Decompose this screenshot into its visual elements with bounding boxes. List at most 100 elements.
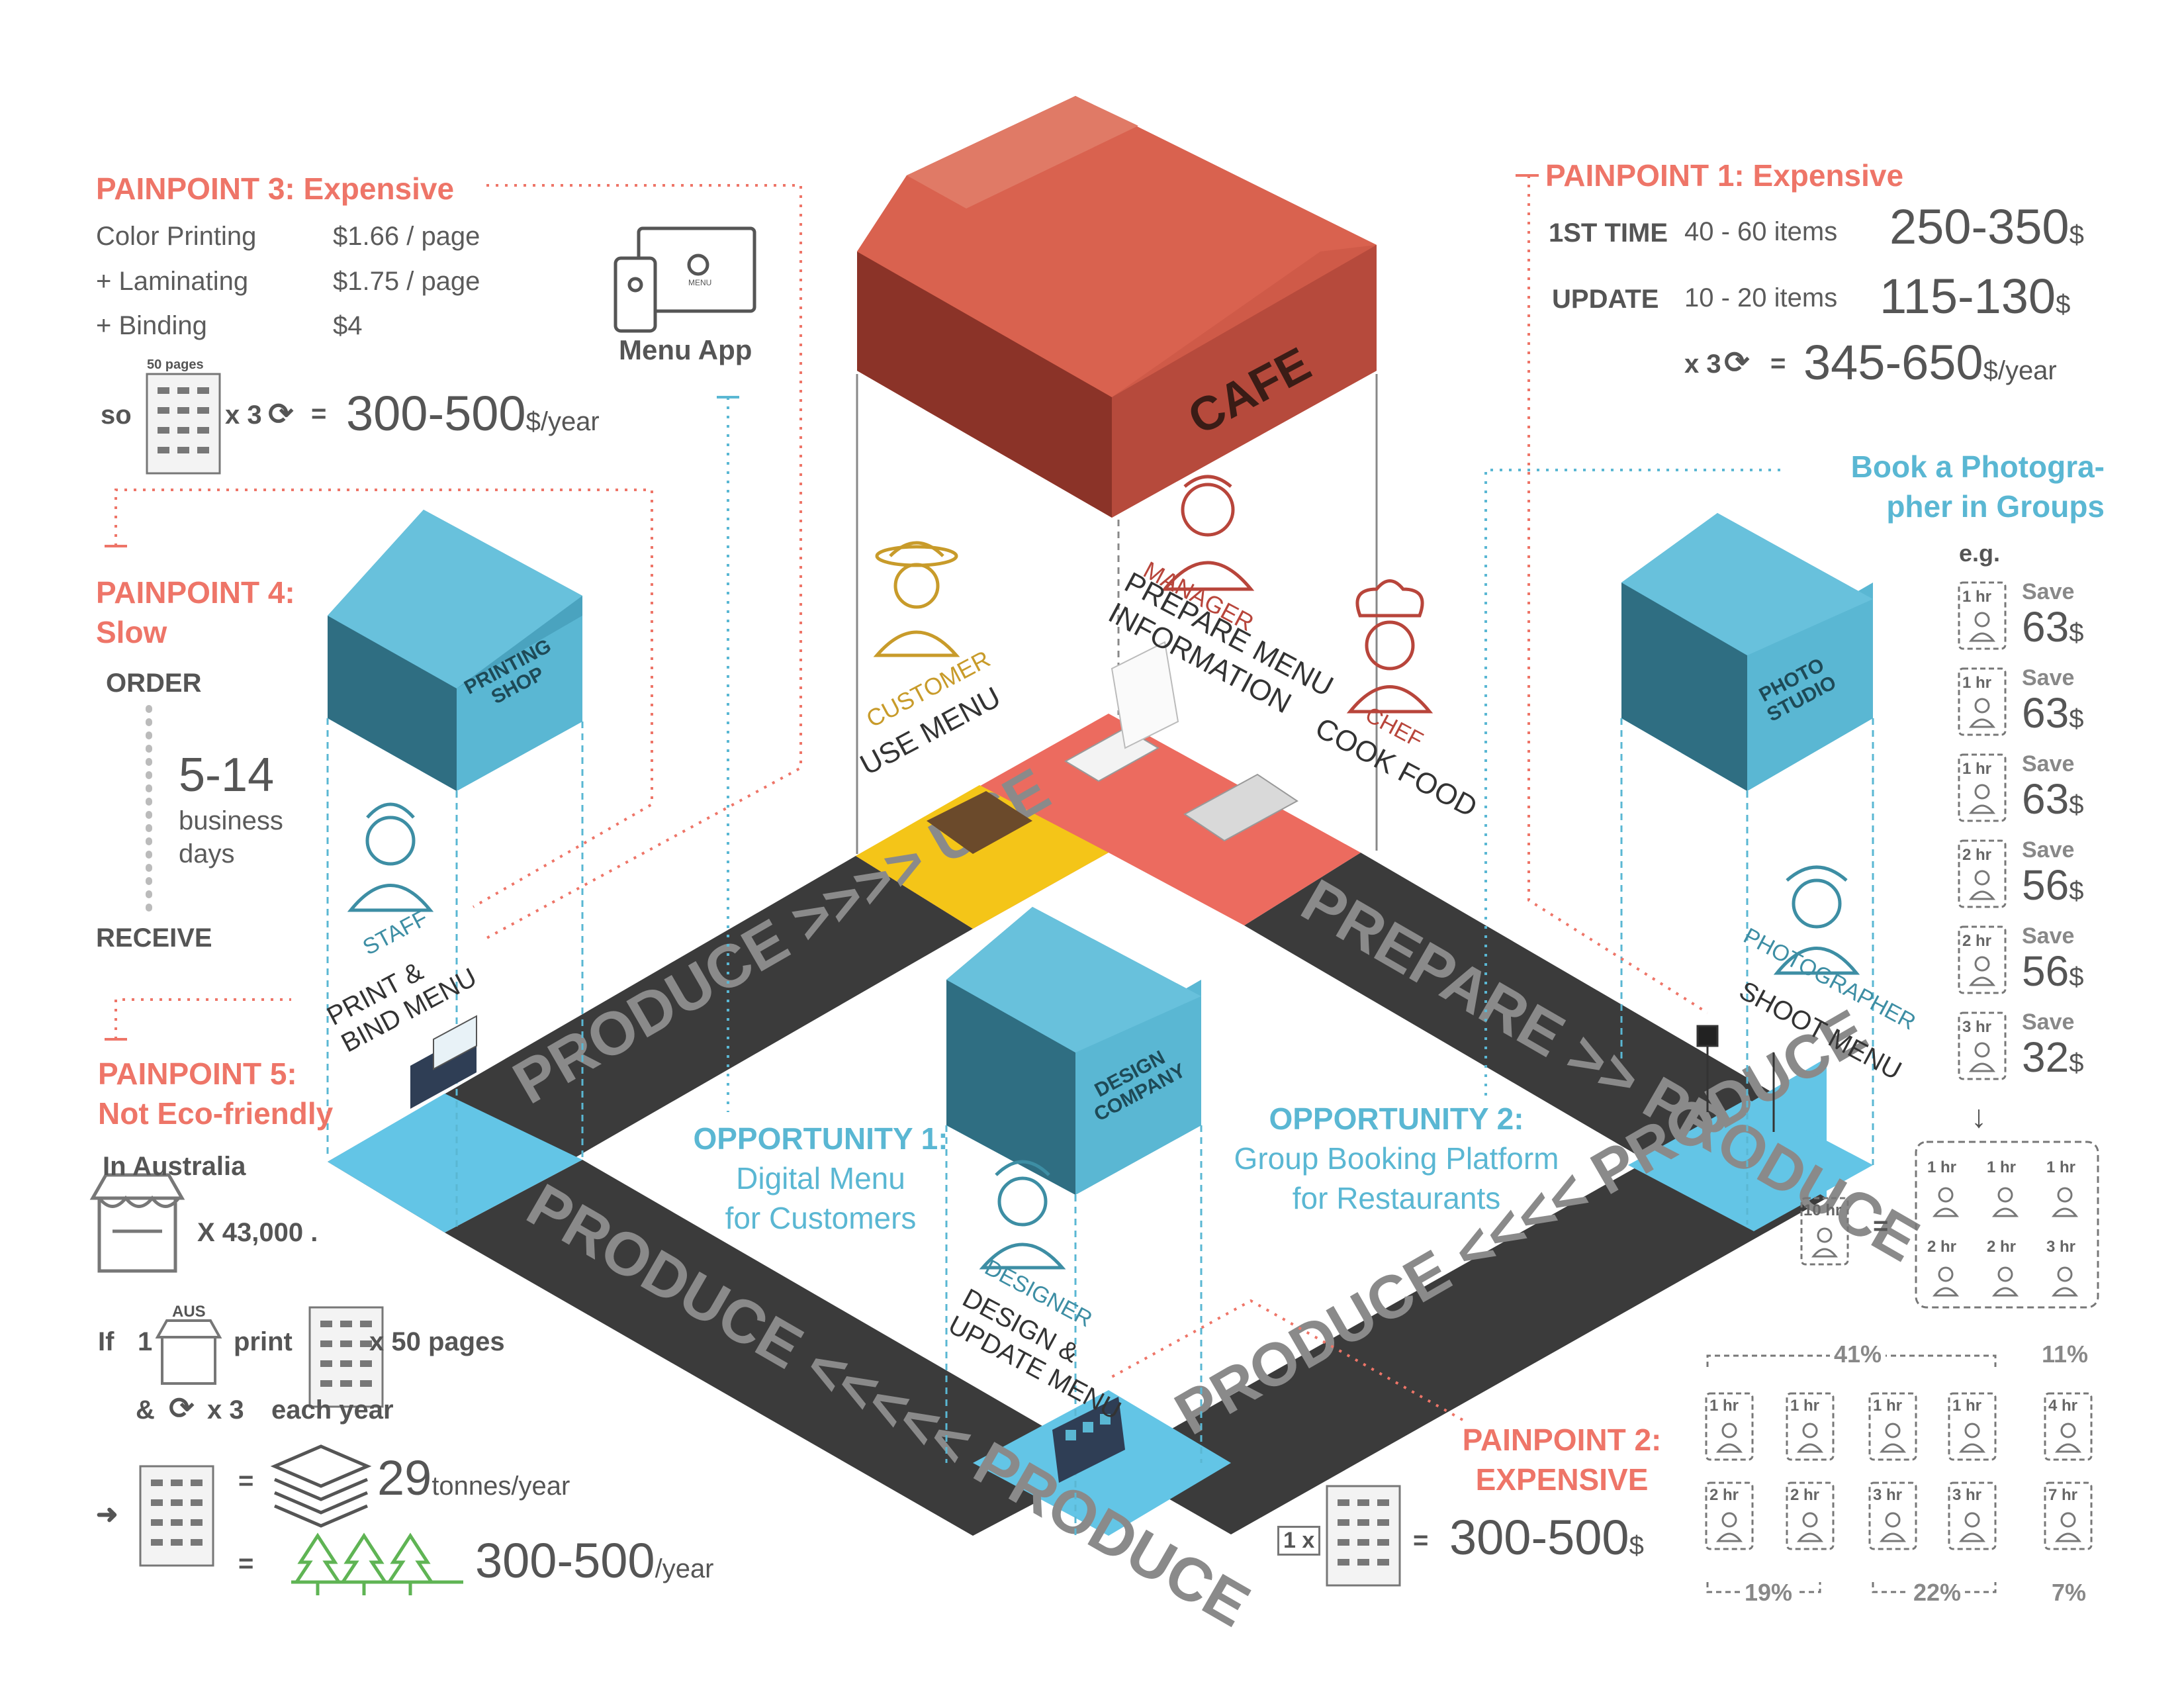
pp5-one: 1	[138, 1327, 153, 1356]
book-item-3-save-unit: $	[2069, 790, 2084, 820]
dist-pct-19: 19%	[1741, 1579, 1797, 1607]
photographer-figure	[1773, 865, 1860, 975]
pp1-row2-number: 115-130	[1880, 269, 2056, 324]
pp3-pages-label: 50 pages	[147, 357, 204, 372]
book-item-3-save-label: Save	[2022, 751, 2075, 776]
road-bottom-left	[445, 1160, 1109, 1536]
opp1-title: OPPORTUNITY 1:	[693, 1121, 948, 1156]
book-item-1-save-value: 63	[2022, 603, 2070, 651]
group-person-icons	[1932, 1187, 2079, 1297]
pp2-value: 300-500$	[1449, 1509, 1644, 1566]
pp5-count: X 43,000 .	[197, 1218, 318, 1247]
pp1-row2-unit: $	[2056, 290, 2071, 319]
pp3-total: 300-500$/year	[346, 385, 600, 442]
book-eg: e.g.	[1959, 539, 2001, 567]
book-item-1-save-unit: $	[2069, 618, 2084, 647]
opportunity1: OPPORTUNITY 1: Digital Menu for Customer…	[675, 1119, 966, 1238]
design-floor	[973, 1390, 1231, 1536]
cafe-counter	[927, 641, 1298, 854]
pp2-value-unit: $	[1629, 1531, 1644, 1560]
pp1-row1-label: 1ST TIME	[1549, 218, 1668, 248]
painpoint4-title: PAINPOINT 4: Slow	[96, 573, 295, 652]
chef-figure	[1346, 579, 1433, 714]
book-item-4-hours: 2 hr	[1962, 846, 1992, 864]
book-item-6-save-unit: $	[2069, 1049, 2084, 1078]
book-item-4-save-value: 56	[2022, 861, 2070, 909]
book-equals: =	[1873, 1211, 1889, 1241]
menu-app-screen-label: MENU	[688, 278, 712, 287]
pp4-days: 5-14	[179, 749, 275, 802]
book-item-6-save-value: 32	[2022, 1033, 2070, 1081]
dist-row1-5: 4 hr	[2048, 1397, 2078, 1415]
dist-row1-4: 1 hr	[1952, 1397, 1982, 1415]
pp5-aus: AUS	[172, 1303, 206, 1321]
pp1-row2-items: 10 - 20 items	[1684, 283, 1838, 312]
dist-row2-5: 7 hr	[2048, 1486, 2078, 1504]
printer-prop	[410, 1015, 477, 1109]
book-item-2-save-unit: $	[2069, 704, 2084, 733]
pp2-menu-book-icon	[1326, 1485, 1401, 1587]
pp1-row1-unit: $	[2069, 220, 2084, 250]
pp5-each-year: each year	[271, 1395, 394, 1425]
photo-floor-2	[1628, 1099, 1873, 1231]
pp5-title-line-2: Not Eco-friendly	[98, 1096, 334, 1131]
dist-pct-7: 7%	[2052, 1579, 2087, 1606]
dist-row1-2: 1 hr	[1790, 1397, 1820, 1415]
group-1-hours: 1 hr	[1927, 1158, 1957, 1176]
pp5-times3: x 3	[207, 1395, 244, 1425]
book-item-5-hours: 2 hr	[1962, 932, 1992, 950]
pp3-price-3: $4	[333, 311, 363, 340]
pp1-row2-label: UPDATE	[1552, 285, 1659, 314]
dist-pct-41: 41%	[1830, 1340, 1886, 1368]
pp5-in-australia: In Australia	[103, 1152, 246, 1181]
pp5-trees-value: 300-500	[475, 1533, 655, 1588]
pp1-row2-value: 115-130$	[1880, 268, 2070, 324]
dist-pct-11: 11%	[2042, 1340, 2089, 1368]
pp1-total-value: 345-650	[1803, 335, 1983, 390]
customer-figure	[873, 541, 960, 657]
small-shop-icon	[155, 1319, 222, 1385]
pp5-equals-2: =	[238, 1549, 254, 1578]
book-item-5-save-label: Save	[2022, 923, 2075, 949]
pp3-so: so	[101, 400, 132, 430]
pp3-price-2: $1.75 / page	[333, 267, 480, 296]
opp1-line-2: for Customers	[725, 1201, 917, 1235]
paper-stack-icon	[270, 1444, 372, 1528]
pp5-title-line-1: PAINPOINT 5:	[98, 1056, 297, 1091]
staff-figure	[347, 802, 434, 912]
opportunity2: OPPORTUNITY 2: Group Booking Platform fo…	[1198, 1099, 1595, 1218]
book-item-2-save-label: Save	[2022, 665, 2075, 690]
pp4-days-unit: business days	[179, 804, 283, 870]
customer-floor-yellow	[856, 785, 1109, 929]
distribution-cards	[1705, 1392, 2093, 1550]
photo-studio-building	[1621, 513, 1873, 791]
pp1-row1-number: 250-350	[1889, 199, 2070, 254]
photographer-booking-cards	[1800, 581, 2099, 1309]
designer-figure	[979, 1160, 1066, 1270]
pp2-one-x: 1 x	[1277, 1526, 1321, 1556]
opp2-title: OPPORTUNITY 2:	[1269, 1102, 1524, 1136]
pp5-tonnes-unit: tonnes/year	[432, 1472, 570, 1501]
pp5-equals-1: =	[238, 1466, 254, 1495]
book-item-3-hours: 1 hr	[1962, 760, 1992, 778]
pp3-item-3: + Binding	[96, 311, 207, 340]
pp4-days-unit-2: days	[179, 839, 235, 868]
book-item-1-hours: 1 hr	[1962, 588, 1992, 606]
pp5-amp: &	[136, 1395, 155, 1425]
trees-icon	[291, 1536, 463, 1595]
book-item-4-save-unit: $	[2069, 876, 2084, 906]
pp5-if: If	[98, 1327, 114, 1356]
road-top-right	[1244, 853, 1827, 1198]
pp3-total-value: 300-500	[346, 386, 526, 441]
dist-pct-22: 22%	[1909, 1579, 1966, 1607]
group-5-hours: 2 hr	[1987, 1238, 2017, 1256]
opp2-line-2: for Restaurants	[1292, 1181, 1501, 1215]
opp2-line-1: Group Booking Platform	[1234, 1141, 1559, 1176]
book-total-hours: 10 hr	[1803, 1201, 1842, 1219]
book-photographer-title: Book a Photogra- pher in Groups	[1800, 447, 2105, 526]
book-item-5-save-unit: $	[2069, 962, 2084, 992]
dist-row1-3: 1 hr	[1873, 1397, 1903, 1415]
pp5-refresh-icon: ⟳	[169, 1391, 195, 1425]
pp5-arrow: ➜	[96, 1500, 118, 1529]
pp4-order: ORDER	[106, 669, 202, 698]
